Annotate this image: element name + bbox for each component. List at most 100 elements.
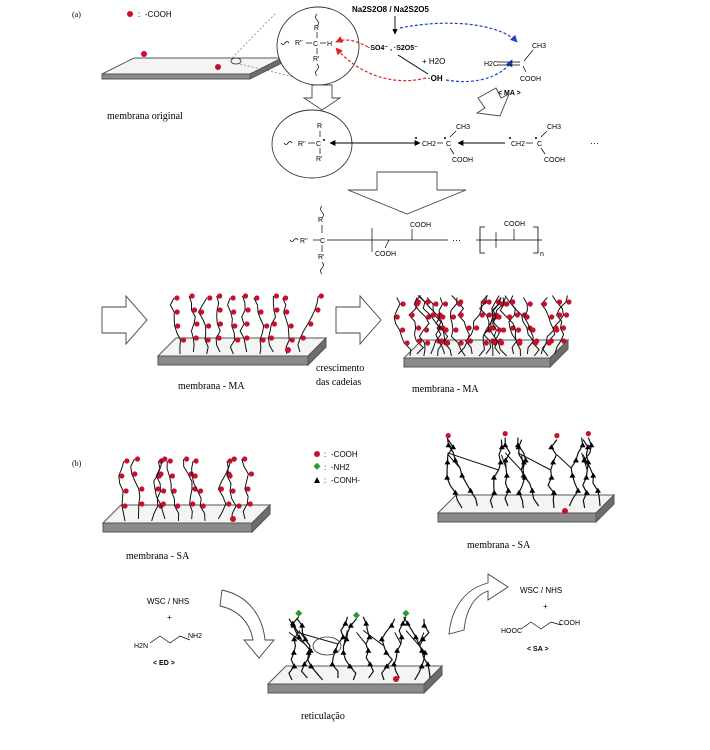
wavy-bond: [280, 41, 290, 45]
crosslink-bridge: [362, 629, 385, 647]
amide-triangle: [296, 634, 303, 640]
hydroxyl-radical: ·OH: [428, 74, 443, 83]
cooh-dot: [242, 456, 248, 462]
cooh-dot: [227, 473, 233, 479]
ed-name: < ED >: [153, 660, 175, 667]
caption-membrane-sa-right: membrana - SA: [467, 540, 531, 551]
cooh-dot: [216, 335, 222, 341]
polymer-chain: [483, 295, 500, 355]
cooh-dot: [189, 293, 195, 299]
cooh-dot: [199, 309, 205, 315]
membrane-plate-front: [101, 73, 251, 80]
cooh-dot: [546, 340, 552, 346]
cooh-dot: [192, 473, 198, 479]
polymer-chain: [188, 295, 196, 353]
polymer-chain: [183, 458, 193, 520]
polymer-chain: [492, 297, 508, 357]
cooh-dot: [193, 458, 199, 464]
cooh-dot: [258, 309, 264, 315]
amide-triangle: [522, 457, 529, 463]
polymer-chain: [267, 296, 277, 353]
cooh-dot: [244, 321, 250, 327]
polymer-chain: [166, 460, 180, 522]
legend-cooh: : -COOH: [127, 10, 172, 19]
amide-triangle: [516, 489, 523, 495]
cooh-dot: [245, 307, 251, 313]
amide-triangle: [420, 636, 427, 642]
radical-r-top: R: [317, 123, 322, 130]
cooh-dot: [400, 301, 406, 307]
crosslinked-chains: [444, 431, 601, 509]
amide-triangle: [583, 489, 590, 495]
polymer-cooh-repeat: COOH: [504, 221, 525, 228]
amine-diamond: [295, 609, 303, 617]
amide-triangle: [347, 622, 354, 628]
legend-nh2-label: -NH2: [331, 463, 350, 472]
cooh-dot: [232, 323, 238, 329]
cooh-dot: [217, 307, 223, 313]
amide-triangle: [520, 472, 527, 478]
amide-triangle: [444, 459, 451, 465]
crosslink-bridge: [343, 630, 348, 647]
cooh-dot: [248, 471, 254, 477]
cooh-dot: [273, 293, 279, 299]
cooh-dot: [308, 321, 314, 327]
polymer-chain: [130, 458, 141, 520]
crosslink-bridge: [447, 452, 499, 471]
polymer-cooh-lower: COOH: [375, 251, 396, 258]
polymer-chain: [253, 297, 265, 355]
red-dashed-arrow: [335, 36, 369, 48]
wsc-nhs-left: WSC / NHS: [147, 597, 189, 606]
amide-triangle: [529, 487, 536, 493]
polymer-cooh-upper: COOH: [410, 222, 431, 229]
cooh-dot: [288, 323, 294, 329]
cooh-dot: [235, 337, 241, 343]
cooh-dot: [191, 307, 198, 313]
cooh-dot: [541, 301, 548, 307]
amide-triangle: [412, 634, 419, 640]
membrane-plate-side: [423, 664, 443, 695]
cooh-dot: [315, 307, 321, 313]
cooh-dot: [161, 488, 167, 494]
amide-triangle: [301, 661, 308, 667]
amide-triangle: [346, 663, 353, 669]
cooh-dot: [474, 325, 480, 331]
amide-triangle: [502, 442, 509, 448]
ed-h2n: H2N: [134, 643, 148, 650]
amide-triangle: [291, 663, 298, 669]
amide-triangle: [305, 649, 312, 655]
cooh-dot: [247, 501, 253, 507]
original-membrane: membrana original: [101, 12, 303, 122]
amide-triangle: [366, 634, 373, 640]
crosslink-bridge: [556, 454, 572, 469]
cooh-dot: [180, 337, 187, 343]
surface-zoom-circle: R R'' C H R': [276, 6, 360, 86]
chain-ch2-2: CH2: [511, 141, 525, 148]
radical-dot: [444, 137, 446, 139]
amide-triangle: [308, 663, 315, 669]
ed-skeleton: [149, 635, 191, 644]
chain-c-2: C: [537, 141, 542, 148]
cooh-dot: [458, 340, 464, 346]
panel-b: (b) : -COOH : -NH2 : -CONH- membrana - S…: [72, 431, 616, 722]
polymer-c: C: [320, 238, 325, 245]
amide-triangle: [452, 489, 459, 495]
amide-triangle: [378, 636, 385, 642]
chain-c-1: C: [446, 141, 451, 148]
amide-triangle: [329, 661, 336, 667]
amide-triangle: [550, 489, 557, 495]
membrane-plate-top: [436, 494, 616, 514]
wavy-bond: [320, 261, 324, 275]
membrane-sa-left: membrana - SA: [101, 456, 272, 562]
legend-sep: :: [324, 463, 326, 472]
amide-triangle: [398, 634, 405, 640]
caption-membrane-ma-right: membrana - MA: [412, 384, 479, 395]
cooh-dot: [510, 299, 516, 305]
cooh-dot: [245, 486, 251, 492]
zoom-line: [231, 12, 277, 59]
cooh-dot: [207, 295, 213, 301]
polymer-chain: [331, 616, 349, 679]
crosslink-bridge: [356, 632, 367, 645]
cooh-dot: [458, 312, 464, 318]
surface-cooh-dot: [215, 64, 221, 70]
